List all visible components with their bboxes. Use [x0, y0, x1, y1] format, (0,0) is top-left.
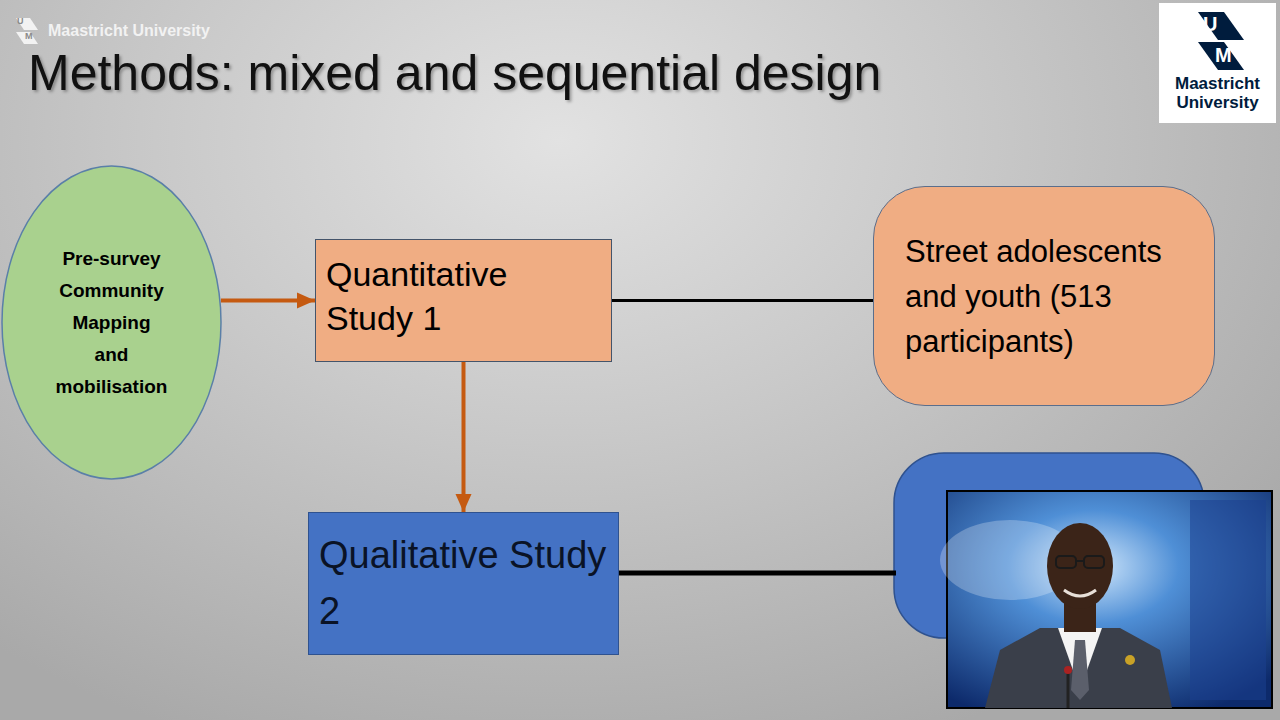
leader-line — [619, 571, 896, 576]
glasses — [1056, 556, 1076, 568]
institution-name: Maastricht University — [48, 22, 210, 40]
logo-letter: U — [1203, 13, 1217, 36]
logo-letter: M — [1215, 44, 1232, 67]
connector — [612, 299, 873, 302]
logo-mark — [1198, 12, 1244, 40]
process-box: Quantitative Study 1 — [315, 239, 612, 362]
microphone — [1067, 672, 1070, 708]
node-text: Qualitative Study 2 — [319, 527, 608, 639]
glasses — [1076, 560, 1084, 562]
node-text: Quantitative Study 1 — [326, 252, 601, 340]
glasses — [1084, 556, 1104, 568]
video-backdrop — [1190, 500, 1266, 700]
microphone — [1064, 666, 1072, 674]
suit — [985, 628, 1172, 708]
connector — [462, 362, 466, 512]
logo-letter: M — [25, 31, 33, 41]
logo-mark — [16, 32, 38, 44]
slide-title: Methods: mixed and sequential design — [28, 44, 881, 102]
smile — [1064, 590, 1096, 596]
process-box: Qualitative Study 2 — [308, 512, 619, 655]
logo-mark — [1198, 42, 1244, 70]
connector — [221, 299, 315, 303]
start-ellipse: Pre-survey Community Mapping and mobilis… — [1, 165, 222, 480]
logo-card — [1159, 3, 1276, 123]
tie — [1071, 640, 1089, 700]
lapel-pin — [1125, 655, 1135, 665]
logo-letter: U — [17, 16, 24, 26]
participant-box: Street adolescents and youth (513 partic… — [873, 186, 1215, 406]
node-text: Street adolescents and youth (513 partic… — [905, 229, 1204, 364]
node-text: Pre-survey Community Mapping and mobilis… — [54, 243, 169, 403]
logo-wordmark: Maastricht University — [1162, 74, 1273, 112]
head — [1047, 523, 1113, 609]
